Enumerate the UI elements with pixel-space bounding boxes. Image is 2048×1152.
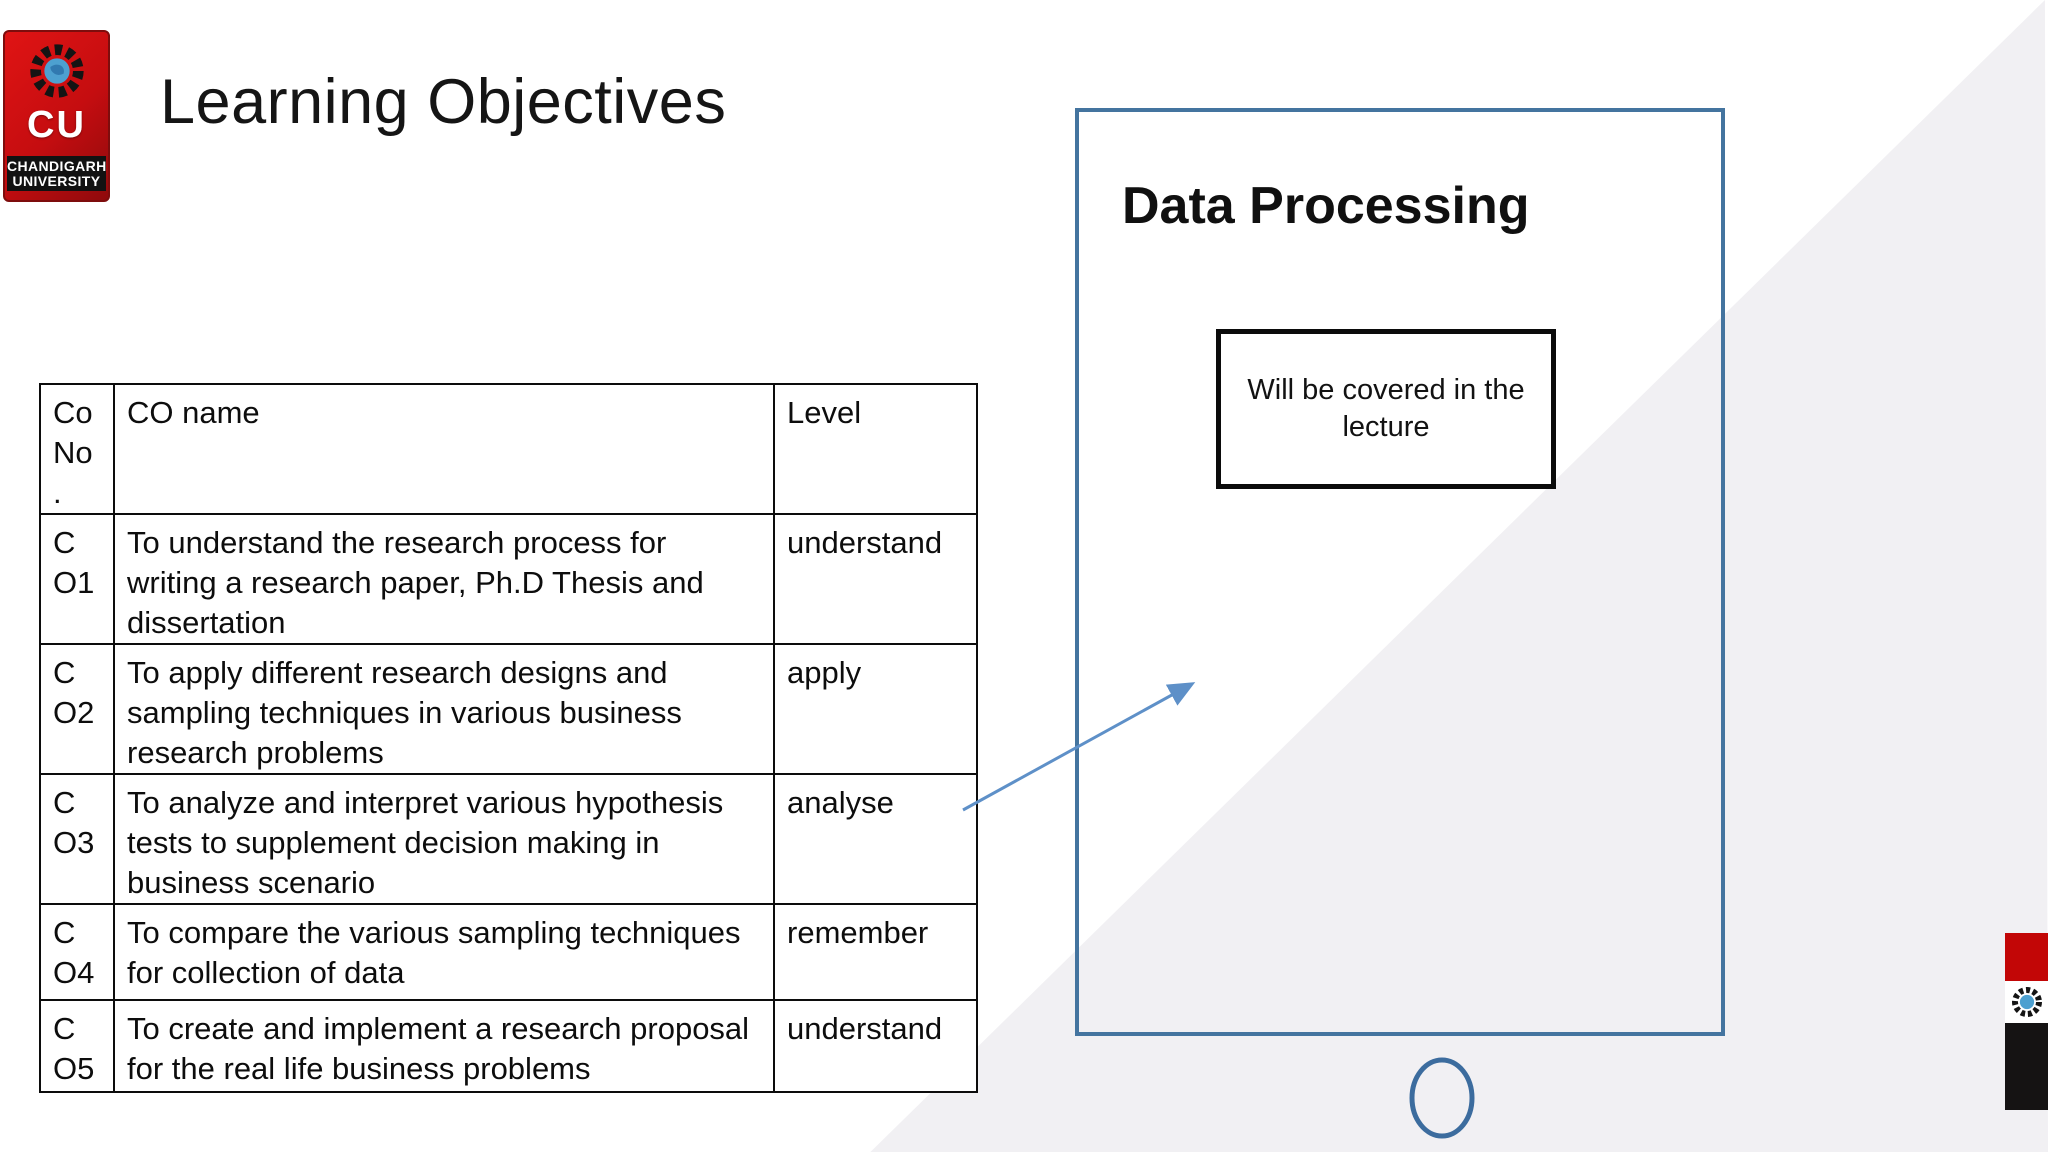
cell-level: remember: [773, 903, 978, 1001]
logo-abbr: CU: [27, 104, 86, 146]
cell-level: apply: [773, 643, 978, 775]
cell-no: C O1: [39, 513, 115, 645]
data-processing-panel: Data Processing Will be covered in the l…: [1075, 108, 1725, 1036]
logo-name-line2: UNIVERSITY: [12, 173, 101, 189]
cu-logo: CU CHANDIGARH UNIVERSITY: [3, 30, 110, 202]
page-title: Learning Objectives: [160, 67, 727, 137]
cell-name: To analyze and interpret various hypothe…: [113, 773, 775, 905]
cell-level: analyse: [773, 773, 978, 905]
header-level: Level: [773, 383, 978, 515]
logo-name-line1: CHANDIGARH: [7, 158, 107, 174]
panel-heading: Data Processing: [1122, 177, 1530, 235]
edge-strip: [2005, 933, 2048, 1110]
covered-box: Will be covered in the lecture: [1216, 329, 1556, 489]
header-co-name: CO name: [113, 383, 775, 515]
cell-name: To compare the various sampling techniqu…: [113, 903, 775, 1001]
cell-name: To apply different research designs and …: [113, 643, 775, 775]
edge-strip-black: [2005, 1023, 2048, 1110]
cell-name: To create and implement a research propo…: [113, 999, 775, 1093]
cell-level: understand: [773, 999, 978, 1093]
strip-gear-icon: [2011, 987, 2042, 1017]
table-header-row: Co No . CO name Level: [39, 383, 978, 515]
cell-no: C O4: [39, 903, 115, 1001]
cell-no: C O2: [39, 643, 115, 775]
cell-no: C O3: [39, 773, 115, 905]
covered-box-text: Will be covered in the lecture: [1247, 374, 1525, 443]
cu-gear-icon: [29, 44, 84, 98]
cell-no: C O5: [39, 999, 115, 1093]
header-co-no: Co No .: [39, 383, 115, 515]
cell-level: understand: [773, 513, 978, 645]
cell-name: To understand the research process for w…: [113, 513, 775, 645]
logo-band: CHANDIGARH UNIVERSITY: [7, 156, 106, 191]
edge-strip-white: [2005, 981, 2048, 1023]
edge-strip-red: [2005, 933, 2048, 981]
